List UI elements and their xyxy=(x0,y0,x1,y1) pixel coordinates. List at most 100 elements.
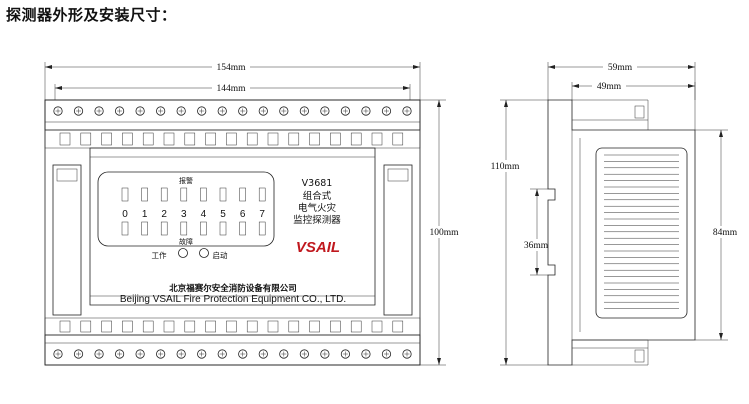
terminal-screw xyxy=(320,106,330,116)
product-name-line-2: 电气火灾 xyxy=(298,202,337,214)
vent-slot xyxy=(80,132,92,146)
top-vent-strip xyxy=(44,129,421,149)
terminal-screw xyxy=(402,349,412,359)
alarm-led xyxy=(180,187,188,202)
terminal-screw xyxy=(217,349,227,359)
side-view: 59mm 49mm 110mm xyxy=(488,61,742,366)
bottom-terminal-screws xyxy=(53,349,412,359)
vent-slot xyxy=(288,320,300,333)
brand-logo: VSAIL xyxy=(296,239,340,256)
dim-side-rail: 36mm xyxy=(519,188,553,276)
vent-slot xyxy=(59,320,71,333)
terminal-screw xyxy=(114,106,125,116)
dim-side-body-height: 84mm xyxy=(695,129,742,341)
terminal-screw xyxy=(258,106,268,116)
alarm-led xyxy=(160,187,168,202)
vent-slot xyxy=(59,132,71,146)
alarm-led xyxy=(121,187,129,202)
terminal-screw xyxy=(340,349,351,359)
vent-slot xyxy=(267,132,279,146)
fault-led xyxy=(160,221,168,236)
side-inner-width-label: 49mm xyxy=(597,82,622,92)
terminal-screw xyxy=(402,106,412,116)
company-name-cn: 北京福赛尔安全消防设备有限公司 xyxy=(169,283,297,294)
terminal-screw xyxy=(381,349,392,359)
channel-number: 5 xyxy=(220,209,226,220)
terminal-screw xyxy=(361,106,371,116)
dim-side-total-height: 110mm xyxy=(488,99,548,366)
terminal-screw xyxy=(156,106,166,116)
terminal-screw xyxy=(340,106,351,116)
dim-front-total-width: 154mm xyxy=(44,61,421,100)
company-name-en: Beijing VSAIL Fire Protection Equipment … xyxy=(120,294,346,305)
terminal-screw xyxy=(299,349,309,359)
terminal-screw xyxy=(53,349,63,359)
vent-slot xyxy=(142,132,154,146)
right-tab-latch xyxy=(387,168,409,182)
side-grille xyxy=(595,147,688,319)
bottom-terminal-block xyxy=(44,334,421,366)
terminal-screw xyxy=(73,106,84,116)
dim-front-inner-width: 144mm xyxy=(54,82,411,100)
vent-slot xyxy=(205,132,216,146)
alarm-label: 报警 xyxy=(179,176,193,185)
alarm-led xyxy=(219,187,227,202)
dim-side-inner-width: 49mm xyxy=(571,80,696,100)
channel-number: 3 xyxy=(181,209,187,220)
vent-slot xyxy=(309,320,320,333)
terminal-screw xyxy=(217,106,227,116)
vent-slot xyxy=(122,320,133,333)
left-tab-latch xyxy=(56,168,78,182)
front-height-label: 100mm xyxy=(429,228,459,238)
terminal-screw xyxy=(197,349,207,359)
terminal-screw xyxy=(279,106,289,116)
fault-led xyxy=(141,221,148,236)
fault-led xyxy=(200,221,207,236)
vent-slot xyxy=(142,320,154,333)
product-name-line-1: 组合式 xyxy=(303,190,332,202)
side-body-height-label: 84mm xyxy=(713,228,738,238)
alarm-led xyxy=(258,187,266,202)
terminal-screw xyxy=(176,349,186,359)
terminal-screw xyxy=(197,106,207,116)
vent-slot xyxy=(371,132,383,146)
product-name-line-3: 监控探测器 xyxy=(293,214,341,226)
channel-number: 6 xyxy=(240,209,246,220)
alarm-led xyxy=(141,187,148,202)
terminal-screw xyxy=(135,106,145,116)
side-total-width-label: 59mm xyxy=(608,63,633,73)
fault-led xyxy=(239,221,246,236)
fault-led xyxy=(121,221,129,236)
right-side-tab xyxy=(383,164,413,316)
vent-slot xyxy=(392,320,404,333)
terminal-screw xyxy=(258,349,268,359)
vent-slot xyxy=(184,132,196,146)
terminal-screw xyxy=(94,106,104,116)
vent-slot xyxy=(288,132,300,146)
alarm-led xyxy=(200,187,207,202)
side-rail-label: 36mm xyxy=(524,241,549,251)
vent-slot xyxy=(101,132,112,146)
front-panel xyxy=(89,147,376,306)
terminal-screw xyxy=(381,106,392,116)
vent-slot xyxy=(101,320,112,333)
page-heading: 探测器外形及安装尺寸： xyxy=(6,6,177,24)
terminal-screw xyxy=(361,349,371,359)
dim-front-height: 100mm xyxy=(420,99,465,366)
top-terminal-screws xyxy=(53,106,412,116)
vent-slot xyxy=(226,132,237,146)
alarm-led xyxy=(239,187,246,202)
channel-number: 7 xyxy=(259,209,265,220)
terminal-screw xyxy=(176,106,186,116)
dim-side-total-width: 59mm xyxy=(547,61,696,130)
terminal-screw xyxy=(73,349,84,359)
bottom-vent-strip xyxy=(44,317,421,336)
channel-number: 4 xyxy=(201,209,207,220)
terminal-screw xyxy=(238,349,248,359)
channel-number: 0 xyxy=(122,209,128,220)
vent-slot xyxy=(371,320,383,333)
work-label: 工作 xyxy=(152,250,167,260)
left-side-tab xyxy=(52,164,82,316)
